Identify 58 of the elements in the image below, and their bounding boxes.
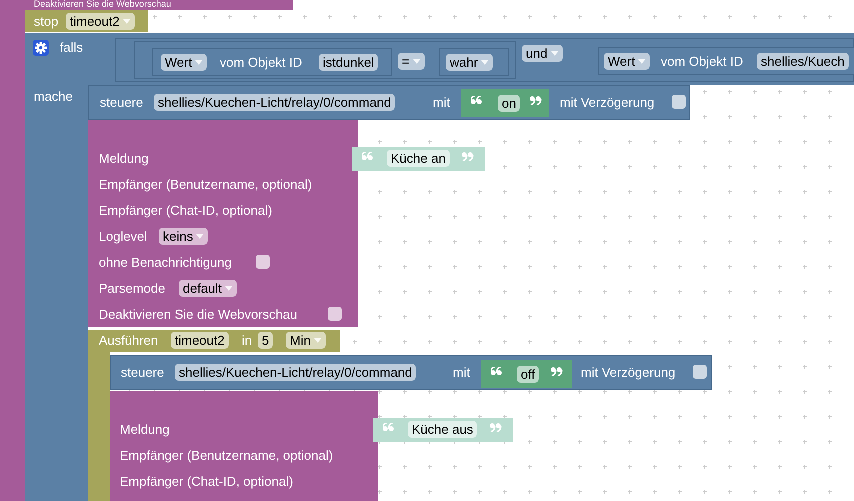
- dropdown: default: [179, 280, 238, 297]
- block-label: Ausführen: [99, 332, 158, 349]
- block-label: vom Objekt ID: [661, 53, 744, 70]
- block-label: mit: [433, 94, 450, 111]
- dropdown: timeout2: [66, 13, 135, 30]
- string-block: [373, 418, 513, 442]
- block-label: Meldung: [120, 421, 170, 438]
- input-field: istdunkel: [319, 54, 378, 71]
- string-block: [481, 360, 572, 388]
- boolean-block: [439, 48, 509, 76]
- input-field: off: [517, 366, 540, 383]
- block-label: stop: [34, 13, 59, 30]
- block-label: Empfänger (Chat-ID, optional): [99, 202, 272, 219]
- block-label: Loglevel: [99, 228, 148, 245]
- block-label: Parsemode: [99, 280, 166, 297]
- if-block: [25, 33, 854, 501]
- stop-block: [25, 10, 148, 32]
- message-block: [110, 391, 378, 501]
- dropdown: und: [522, 45, 563, 62]
- block-label: Empfänger (Chat-ID, optional): [120, 473, 294, 490]
- block-label: Empfänger (Benutzername, optional): [99, 176, 312, 193]
- block-label: Deaktivieren Sie die Webvorschau: [99, 306, 298, 323]
- block-label: vom Objekt ID: [220, 54, 302, 71]
- input-field: timeout2: [171, 332, 229, 349]
- block-label: mit: [453, 364, 470, 381]
- input-field: on: [498, 95, 520, 112]
- input-field: shellies/Kuechen-Licht/relay/0/command: [154, 94, 396, 111]
- input-field: Küche an: [387, 150, 450, 167]
- dropdown: wahr: [446, 54, 494, 71]
- block-label: in: [242, 332, 252, 349]
- dropdown: Wert: [161, 54, 208, 71]
- block-label: Empfänger (Benutzername, optional): [120, 447, 334, 464]
- input-field: shellies/Kuechen-Licht/relay/0/command: [175, 364, 416, 381]
- compare-block: [134, 41, 516, 79]
- block-label: falls: [60, 39, 84, 56]
- block-label: mit Verzögerung: [581, 364, 676, 381]
- block-label: Meldung: [99, 150, 149, 167]
- input-field: Küche aus: [408, 421, 478, 438]
- control-block: [110, 355, 712, 390]
- input-field: shellies/Kuech: [757, 53, 849, 70]
- block-label: steuere: [100, 94, 144, 111]
- dropdown: Min: [286, 332, 326, 349]
- input-field: 5: [258, 332, 274, 349]
- dropdown: Wert: [604, 53, 650, 70]
- block-label: mit Verzögerung: [560, 94, 655, 111]
- block-label: Deaktivieren Sie die Webvorschau: [34, 0, 172, 9]
- dropdown: keins: [159, 228, 208, 245]
- block-label: mache: [34, 88, 74, 105]
- message-block: [88, 120, 358, 327]
- logic-block: [115, 38, 854, 82]
- block-label: steuere: [121, 364, 164, 381]
- control-block: [88, 85, 690, 120]
- string-block: [352, 147, 485, 171]
- object-value-block: [598, 47, 854, 75]
- string-block: [461, 89, 549, 117]
- dropdown: =: [398, 53, 425, 70]
- block-label: ohne Benachrichtigung: [99, 254, 232, 271]
- object-value-block: [152, 48, 392, 76]
